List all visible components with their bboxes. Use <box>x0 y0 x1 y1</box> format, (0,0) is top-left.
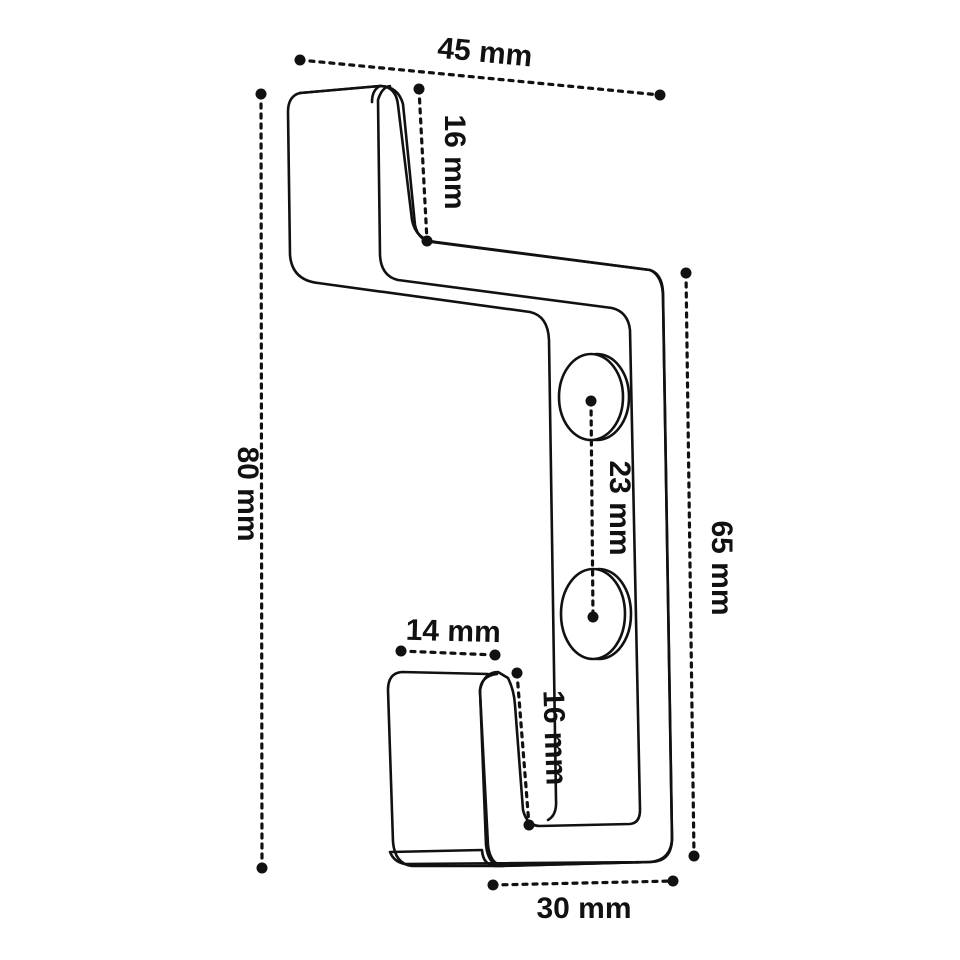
label-bottom-16mm: 16 mm <box>536 690 572 786</box>
label-80mm: 80 mm <box>231 446 264 541</box>
dimension-30mm: 30 mm <box>487 875 679 925</box>
label-45mm: 45 mm <box>436 32 534 74</box>
label-30mm: 30 mm <box>536 892 631 925</box>
bottom-hook-front-face <box>386 670 505 868</box>
label-65mm: 65 mm <box>705 520 738 615</box>
dimension-bottom-16mm: 16 mm <box>511 667 573 831</box>
dimension-80mm: 80 mm <box>231 88 268 874</box>
label-23mm: 23 mm <box>603 460 636 555</box>
top-hook-front-face <box>286 84 558 822</box>
dimension-14mm: 14 mm <box>395 614 501 661</box>
label-14mm: 14 mm <box>405 614 501 649</box>
dimension-23mm: 23 mm <box>585 395 636 623</box>
dimension-top-16mm: 16 mm <box>413 83 471 247</box>
hook-outline-main <box>298 84 674 868</box>
dimension-65mm: 65 mm <box>680 267 738 862</box>
label-top-16mm: 16 mm <box>438 114 471 209</box>
hook-body <box>286 84 674 868</box>
dimension-45mm: 45 mm <box>294 32 666 101</box>
